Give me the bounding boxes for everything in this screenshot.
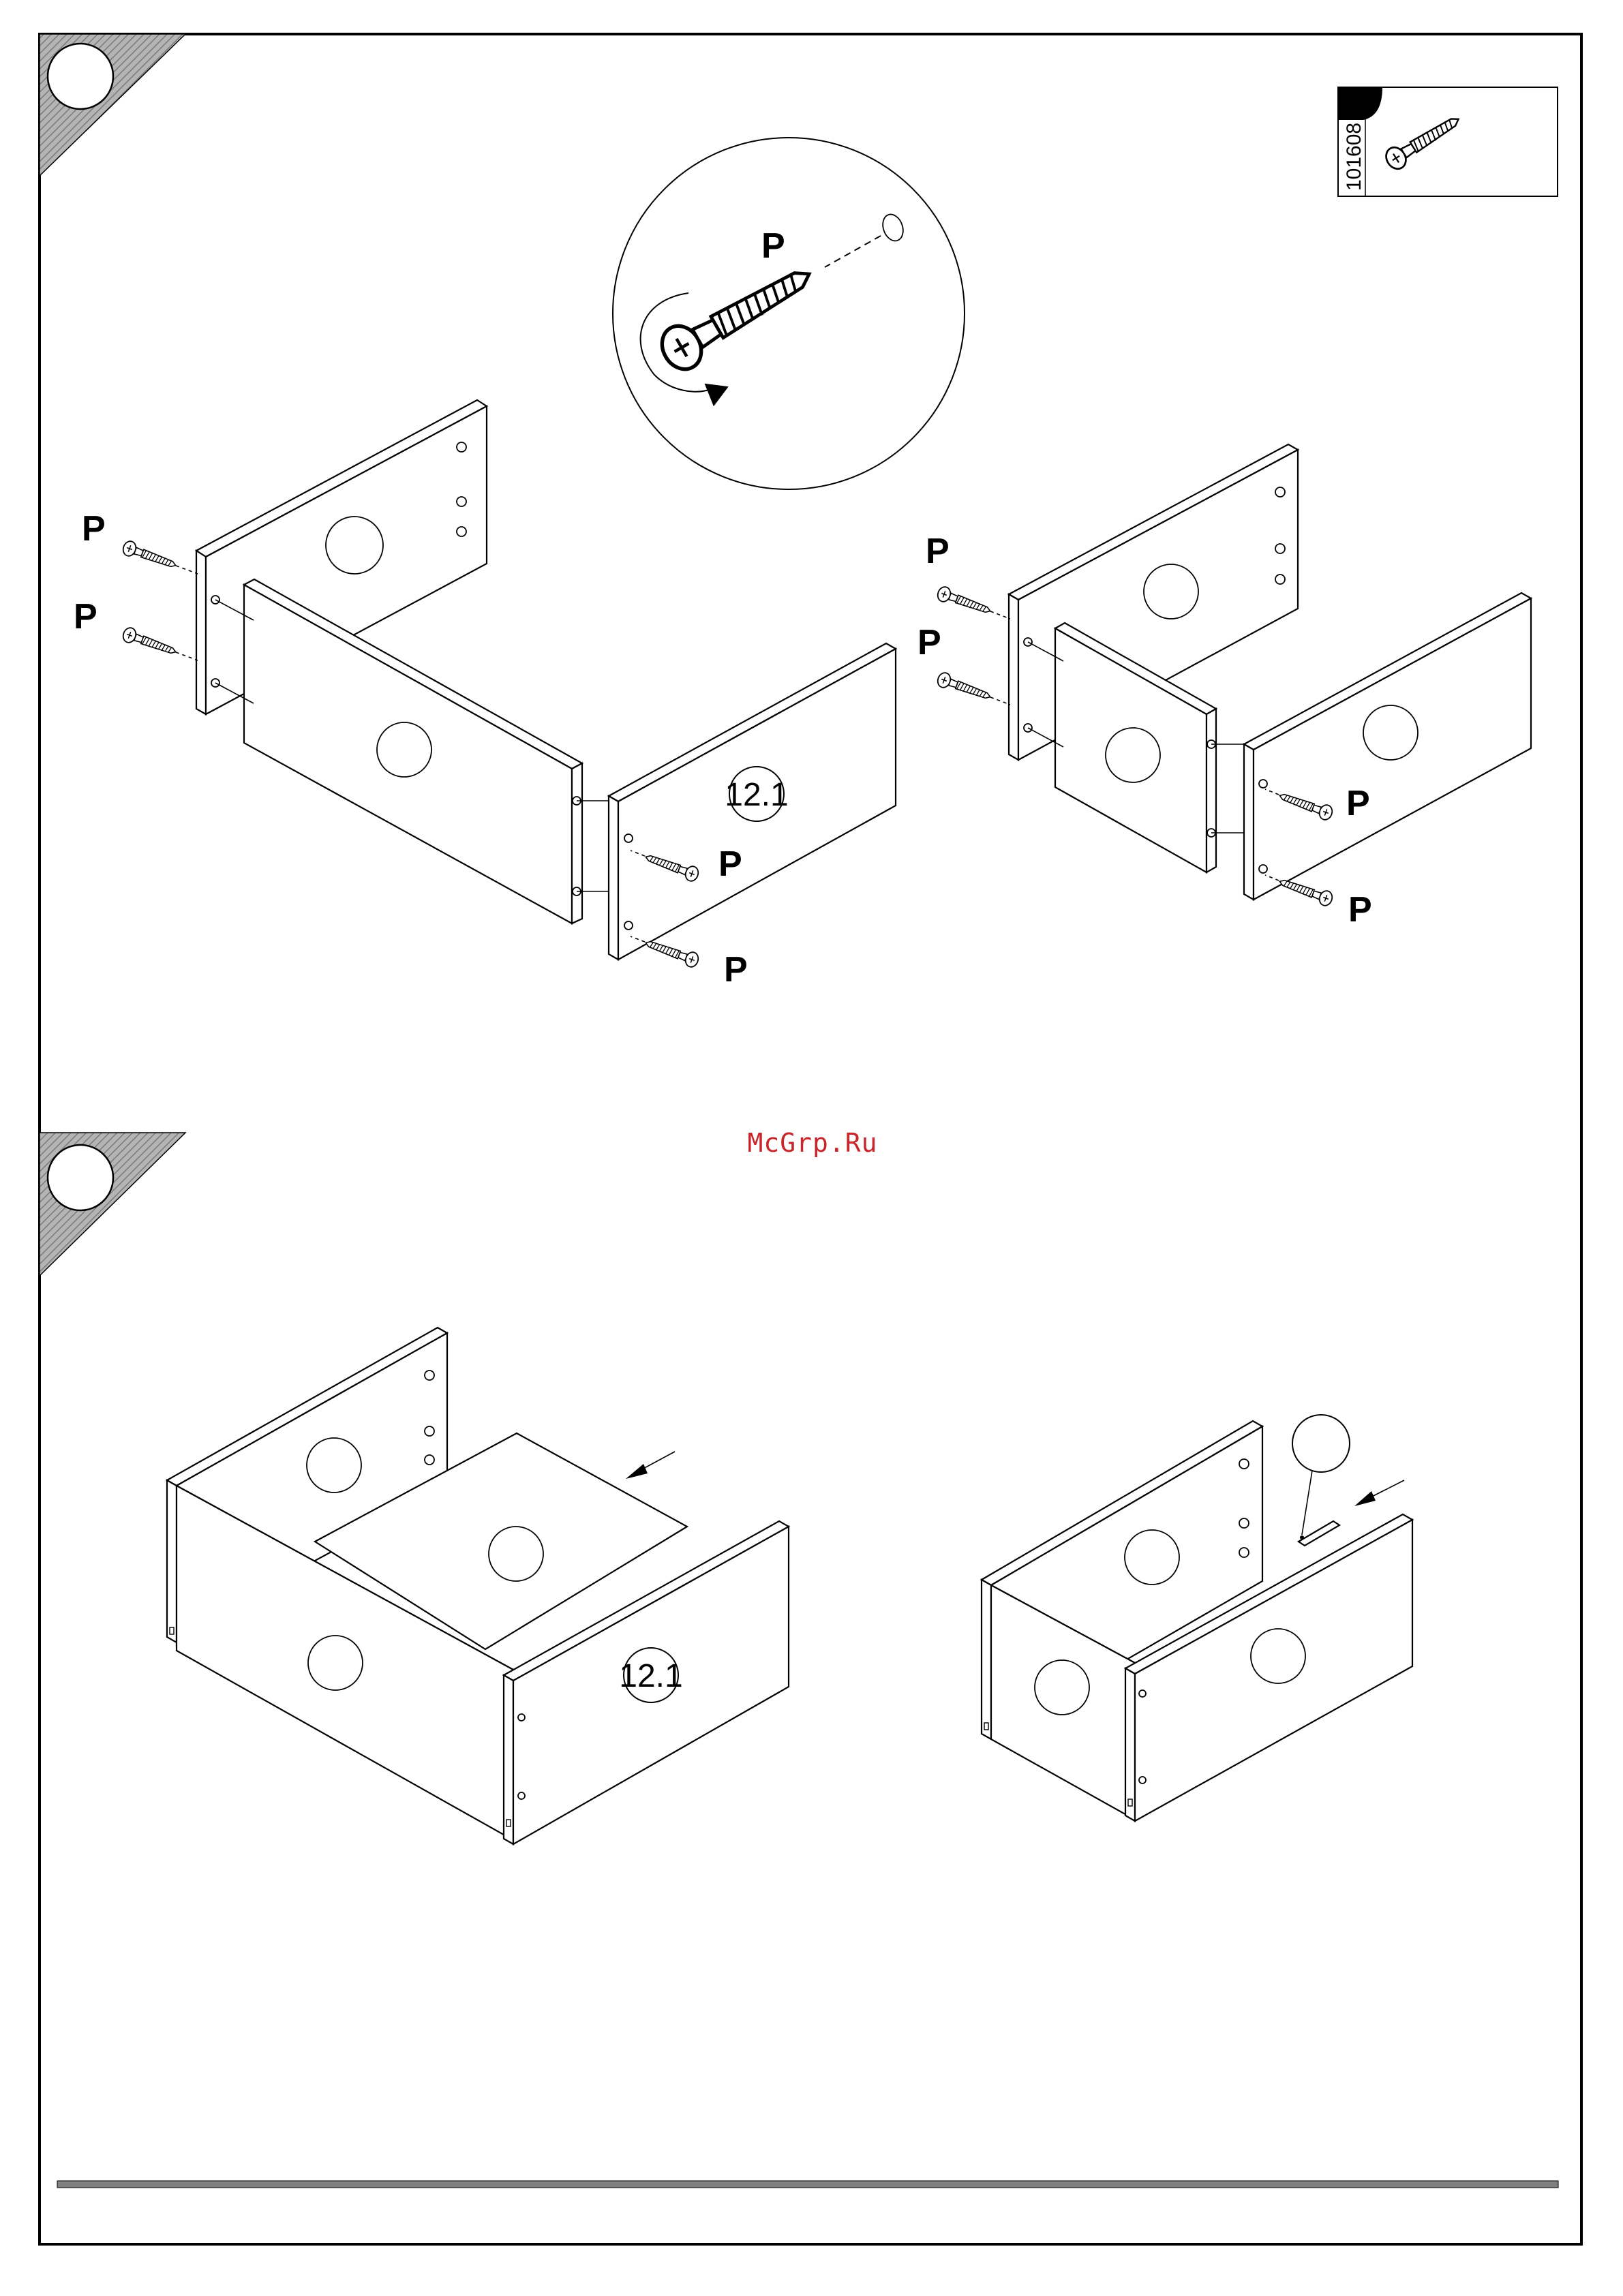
step2-right-assembly bbox=[982, 1415, 1412, 1821]
watermark: McGrp.Ru bbox=[747, 1128, 877, 1158]
part-label: P bbox=[718, 844, 742, 884]
part-label: P bbox=[761, 226, 785, 266]
hardware-code: 101608 bbox=[1343, 123, 1365, 191]
step-badge-icon bbox=[40, 34, 185, 176]
screw-icon bbox=[121, 540, 179, 572]
hardware-box: 101608 bbox=[1338, 87, 1558, 196]
part-label: P bbox=[74, 597, 97, 637]
screw-icon bbox=[936, 671, 993, 704]
insert-arrow-icon bbox=[1354, 1491, 1376, 1506]
part-label: P bbox=[1346, 784, 1370, 823]
part-label: P bbox=[917, 623, 941, 662]
step2-left-assembly: 12.1 bbox=[167, 1328, 789, 1844]
part-label: P bbox=[724, 950, 748, 990]
screw-icon bbox=[121, 626, 179, 659]
insert-arrow-icon bbox=[626, 1464, 648, 1479]
panel-number: 12.1 bbox=[619, 1658, 682, 1694]
screw-detail-circle: P bbox=[613, 138, 965, 489]
part-label: P bbox=[1348, 890, 1372, 930]
part-label: P bbox=[926, 532, 950, 571]
step1-right-assembly: P P P P bbox=[917, 444, 1531, 930]
screw-icon bbox=[936, 585, 993, 618]
step-badge-icon bbox=[40, 1133, 185, 1276]
panel-number: 12.1 bbox=[725, 777, 788, 813]
part-label: P bbox=[82, 509, 106, 549]
footer-bar bbox=[57, 2181, 1558, 2188]
